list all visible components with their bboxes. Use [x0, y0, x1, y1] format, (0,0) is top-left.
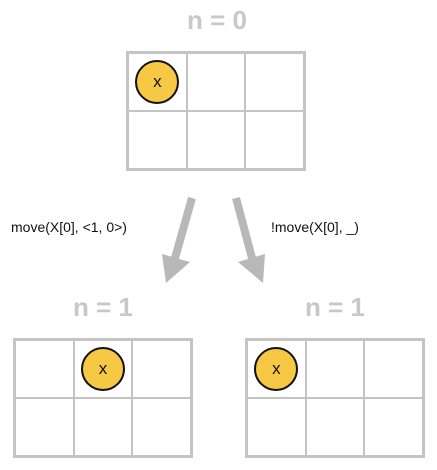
grid-cell	[73, 398, 133, 456]
grid-cell	[364, 340, 423, 398]
grid-cell	[15, 340, 74, 398]
grid-cell	[305, 398, 365, 456]
right-transition-label: !move(X[0], _)	[271, 219, 359, 235]
grid-cell	[186, 111, 246, 169]
left-arrow-shaft	[171, 196, 196, 260]
grid-cell	[15, 398, 74, 456]
right-arrow-shaft	[232, 196, 256, 260]
grid-cell	[132, 340, 191, 398]
right-arrow-head	[238, 254, 265, 283]
grid-cell	[132, 398, 191, 456]
grid-cell	[245, 53, 304, 111]
grid-cell	[128, 111, 187, 169]
right-state-grid: x	[245, 338, 425, 458]
left-state-grid: x	[13, 338, 193, 458]
token-x: x	[135, 60, 180, 104]
top-state-grid: x	[126, 51, 306, 171]
grid-cell: x	[247, 340, 306, 398]
top-state-title: n = 0	[187, 5, 247, 35]
grid-cell	[247, 398, 306, 456]
grid-cell	[186, 53, 246, 111]
right-state-title: n = 1	[305, 292, 365, 322]
grid-cell: x	[73, 340, 133, 398]
grid-cell	[245, 111, 304, 169]
grid-cell	[305, 340, 365, 398]
left-transition-label: move(X[0], <1, 0>)	[11, 219, 127, 235]
left-arrow-head	[162, 254, 190, 283]
token-x: x	[254, 347, 299, 391]
left-state-title: n = 1	[73, 292, 133, 322]
grid-cell: x	[128, 53, 187, 111]
token-x: x	[80, 347, 125, 391]
grid-cell	[364, 398, 423, 456]
